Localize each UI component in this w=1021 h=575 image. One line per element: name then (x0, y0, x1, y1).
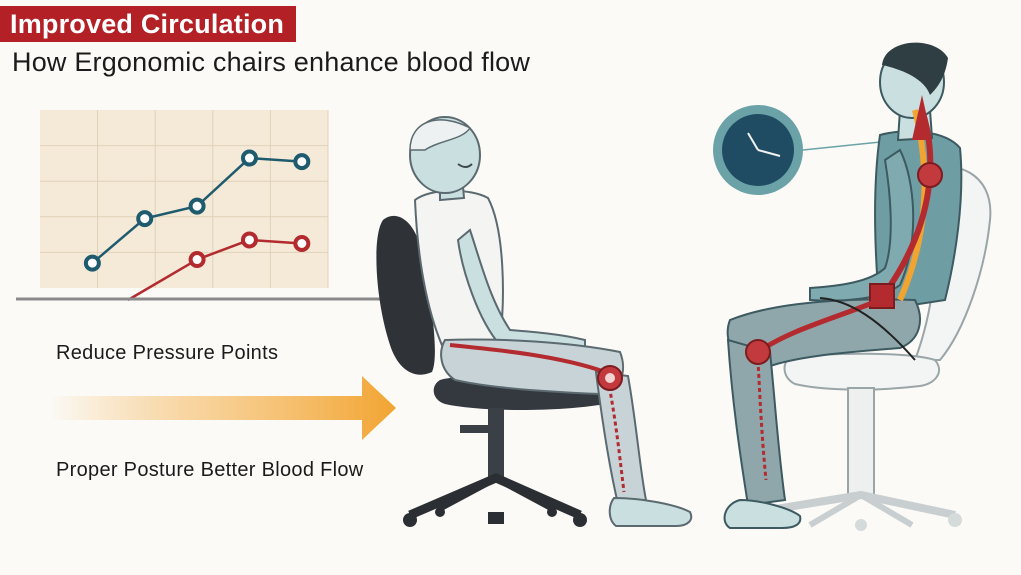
data-point (293, 153, 311, 171)
chart-lines (83, 149, 311, 302)
data-point (240, 149, 258, 167)
seated-man-left (409, 116, 693, 527)
data-point (83, 254, 101, 272)
page-subtitle: How Ergonomic chairs enhance blood flow (12, 47, 531, 77)
series-lead-line (127, 258, 198, 302)
data-point (136, 210, 154, 228)
clock-icon (713, 105, 901, 195)
data-point (240, 231, 258, 249)
data-point (293, 235, 311, 252)
circulation-line-chart (16, 110, 380, 302)
proper-posture-label: Proper Posture Better Blood Flow (56, 459, 364, 481)
right-arrow-icon (50, 376, 396, 440)
data-point (188, 197, 206, 215)
data-point (188, 251, 206, 269)
title-badge: Improved Circulation (0, 6, 297, 42)
reduce-pressure-label: Reduce Pressure Points (56, 342, 279, 364)
page-title: Improved Circulation (10, 9, 285, 39)
seated-man-right (723, 42, 963, 529)
